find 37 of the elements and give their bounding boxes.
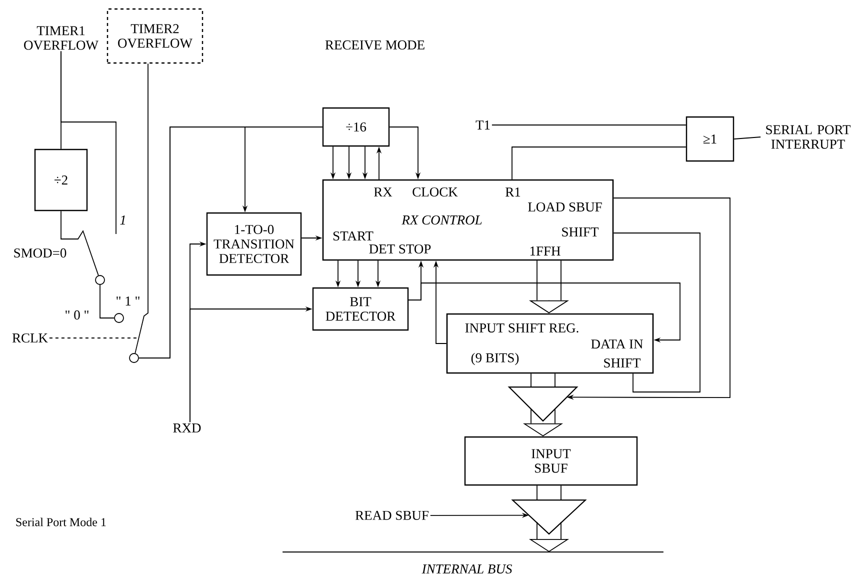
text-label: 1 [120,216,125,224]
switch-contact [95,275,105,285]
signal-label: READ SBUF [355,510,428,520]
text-label: SMOD=0 [14,248,66,258]
wire [734,136,761,140]
wire [134,63,148,354]
block-box: RX CLOCK R1 LOAD SBUF RX CONTROL START SHIFT DET STOP 1FFH [322,179,614,261]
arrow [408,282,680,343]
wire [60,210,99,276]
text-label: " 0 " [66,310,88,320]
text-label: " 1 " [116,296,140,306]
wire [60,50,116,234]
bus-arrow [536,485,562,500]
block-box: 1-TO-0 TRANSITION DETECTOR [206,212,302,276]
signal-label: RCLK [12,333,48,343]
switch-contact [114,313,124,323]
signal-label: RXD [173,424,201,432]
wire [492,124,686,126]
block-box: BIT DETECTOR [312,287,409,331]
bus-arrow [530,373,556,388]
signal-label: SERIAL PORT INTERRUPT [766,125,851,149]
arrow [138,126,248,358]
dashed-box: TIMER2 OVERFLOW [106,8,204,64]
text-label: Serial Port Mode 1 [16,518,106,526]
title: RECEIVE MODE [325,40,424,50]
block-box: ÷16 [322,107,390,147]
wire [100,284,114,318]
switch-contact [129,353,139,363]
block-box: INPUT SBUF [464,436,638,486]
signal-label: T1 [476,120,490,130]
wire [512,146,686,180]
signal-label: TIMER1 OVERFLOW [24,26,98,50]
block-box: INPUT SHIFT REG. DATA IN (9 BITS) SHIFT [446,313,654,374]
bus-label: INTERNAL BUS [422,564,512,574]
wire [613,232,700,392]
block-box: ÷2 [34,148,88,212]
gate-box: ≥1 [686,116,734,162]
